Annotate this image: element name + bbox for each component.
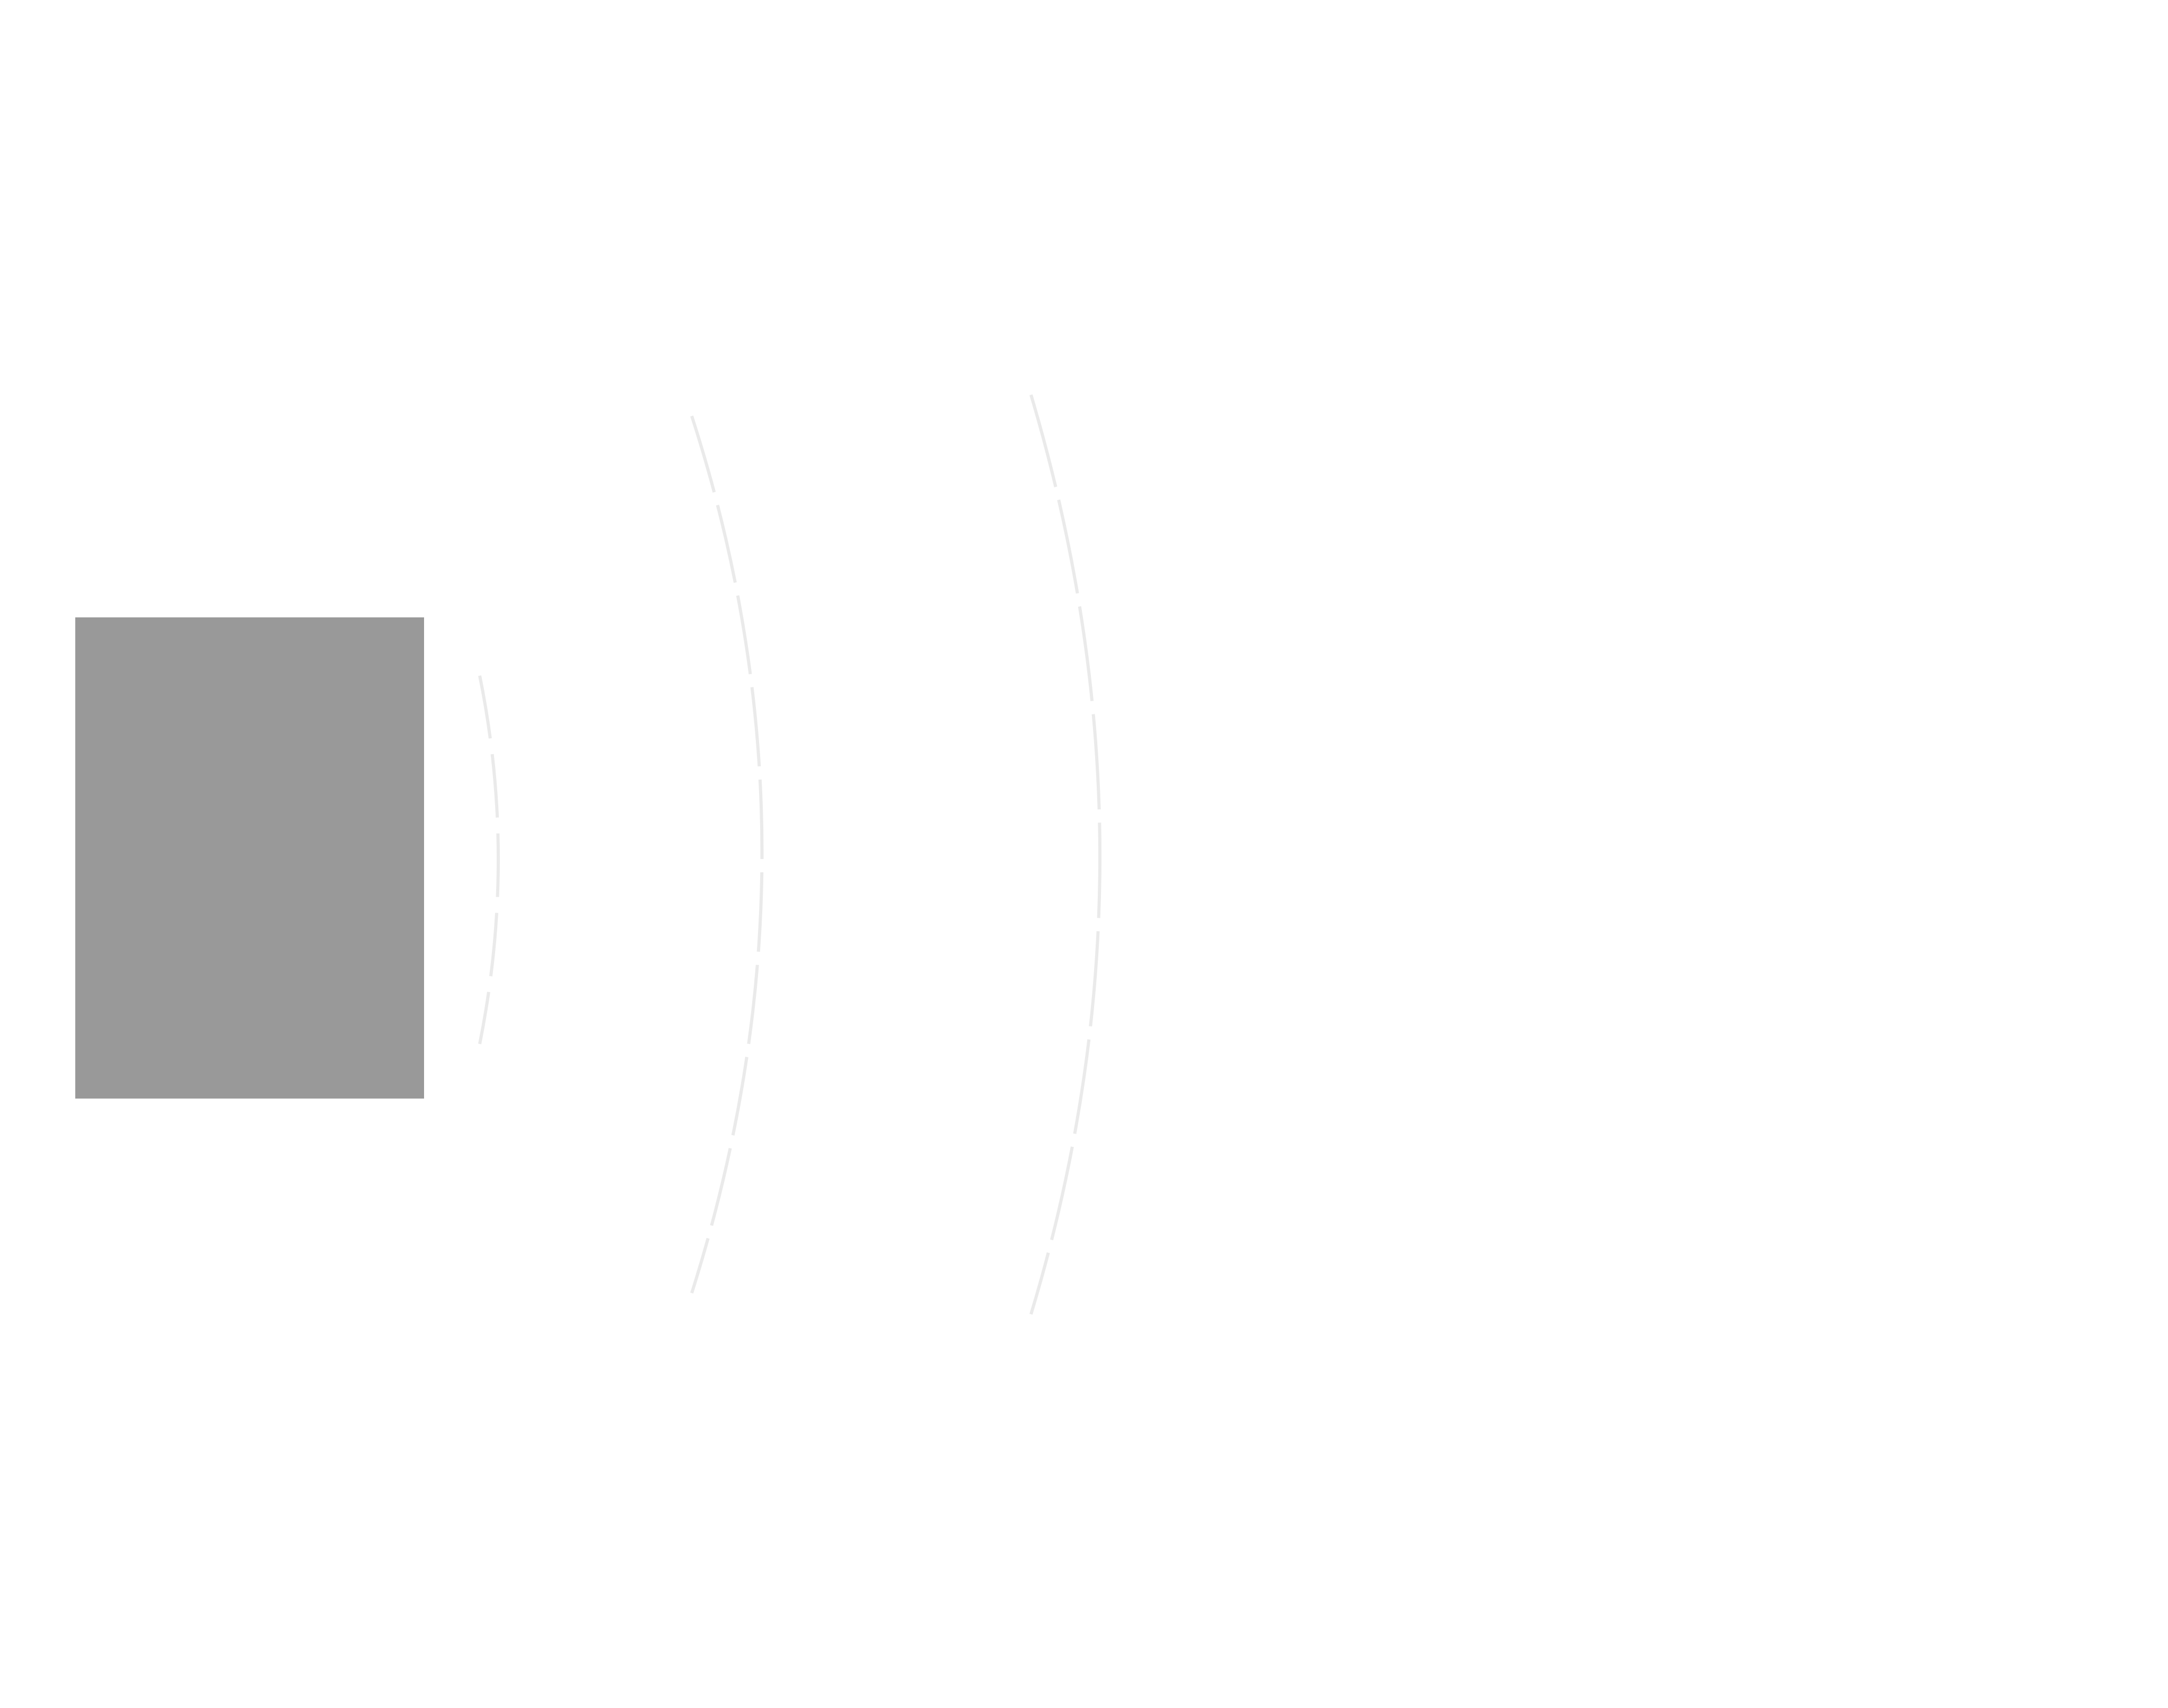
speaker-block: [75, 617, 424, 1099]
sound-wave-large: [1029, 394, 1101, 1315]
sound-wave-small: [478, 675, 500, 1045]
sound-wave-medium: [690, 415, 764, 1294]
